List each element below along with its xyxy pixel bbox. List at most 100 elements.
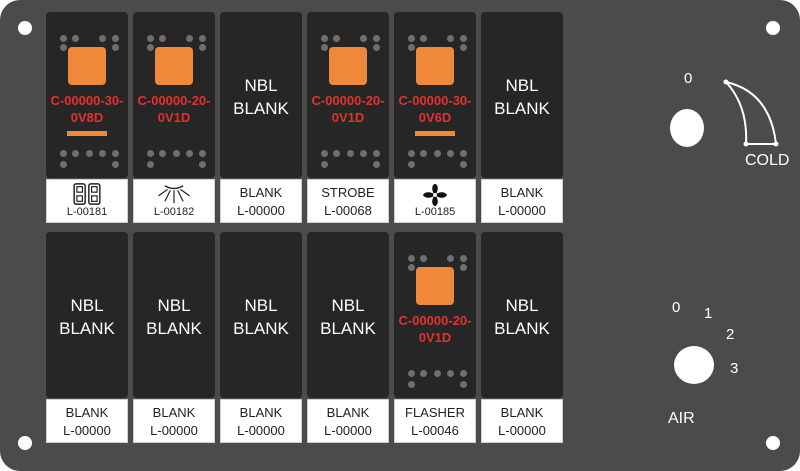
part-code-line: C-00000-20- [137,93,211,108]
nbl-line: NBL [505,296,539,315]
mount-screw-hole-tl [18,21,32,35]
indicator-dot [112,150,119,157]
nbl-line: NBL [157,296,191,315]
legend-part-number: L-00181 [66,206,108,218]
legend-part-number: L-00182 [153,206,195,218]
blank-rocker-switch[interactable]: NBL BLANK [46,232,128,398]
indicator-dot [321,161,328,168]
indicator-dot [373,150,380,157]
indicator-dot [447,150,454,157]
switch-legend-label: L-00182 [133,179,215,223]
legend-part-number: L-00000 [63,423,111,438]
switch-legend-label: STROBE L-00068 [307,179,389,223]
indicator-dot [147,150,154,157]
rocker-switch[interactable]: C-00000-20-0V1D [394,232,476,398]
part-code-line: C-00000-20- [398,313,472,328]
led-window [155,47,193,85]
mount-screw-hole-br [766,436,780,450]
nbl-blank-text: NBL BLANK [46,294,128,340]
nbl-line: BLANK [59,319,115,338]
rocker-switch[interactable]: C-00000-20- 0V1D [133,12,215,178]
led-bar [415,131,455,136]
indicator-dot [460,44,467,51]
rocker-switch[interactable]: C-00000-30-0V8D [46,12,128,178]
nbl-line: NBL [70,296,104,315]
indicator-dot [60,150,67,157]
indicator-dot [408,370,415,377]
indicator-dot [447,370,454,377]
indicator-dot [199,35,206,42]
indicator-dot [321,35,328,42]
led-window [329,47,367,85]
led-window [416,47,454,85]
legend-text: BLANK [500,185,544,200]
indicator-dot [347,150,354,157]
blank-rocker-switch[interactable]: NBL BLANK [133,232,215,398]
indicator-dot [333,35,340,42]
indicator-dot [321,44,328,51]
indicator-dot [408,381,415,388]
indicator-dot [147,44,154,51]
indicator-dot [112,35,119,42]
legend-part-number: L-00068 [324,203,372,218]
temperature-ramp-icon [723,79,779,147]
indicator-dot [408,35,415,42]
part-code-line: C-00000-30- [398,93,472,108]
air-label: AIR [668,410,695,427]
legend-text: FLASHER [405,405,465,420]
temperature-knob[interactable] [670,109,704,147]
indicator-dot [199,44,206,51]
air-position-3: 3 [730,360,739,377]
indicator-dot [72,35,79,42]
indicator-dot [420,150,427,157]
indicator-dot [112,44,119,51]
indicator-dot [360,35,367,42]
nbl-line: NBL [331,296,365,315]
led-window [68,47,106,85]
legend-part-number: L-00185 [414,206,456,218]
indicator-dot [173,150,180,157]
indicator-dot [373,44,380,51]
indicator-dot [333,150,340,157]
nbl-line: BLANK [146,319,202,338]
indicator-dot [460,381,467,388]
part-code-line: 0V1D [157,110,191,125]
indicator-dot [408,150,415,157]
rocker-switch[interactable]: C-00000-20-0V1D [307,12,389,178]
rocker-switch[interactable]: C-00000-30-0V6D [394,12,476,178]
indicator-dot [199,161,206,168]
indicator-dot [420,255,427,262]
indicator-dot [147,161,154,168]
indicator-dot [434,150,441,157]
air-position-1: 1 [704,305,713,322]
switch-legend-label: L-00185 [394,179,476,223]
indicator-dot [408,264,415,271]
indicator-dot [199,150,206,157]
indicator-dot [60,35,67,42]
air-knob[interactable] [674,346,714,384]
legend-text: BLANK [239,405,283,420]
nbl-line: NBL [244,296,278,315]
indicator-dot [99,35,106,42]
indicator-dot [408,44,415,51]
part-code-line: C-00000-20- [311,93,385,108]
indicator-dot [447,35,454,42]
indicator-dot [147,35,154,42]
legend-text: STROBE [321,185,375,200]
